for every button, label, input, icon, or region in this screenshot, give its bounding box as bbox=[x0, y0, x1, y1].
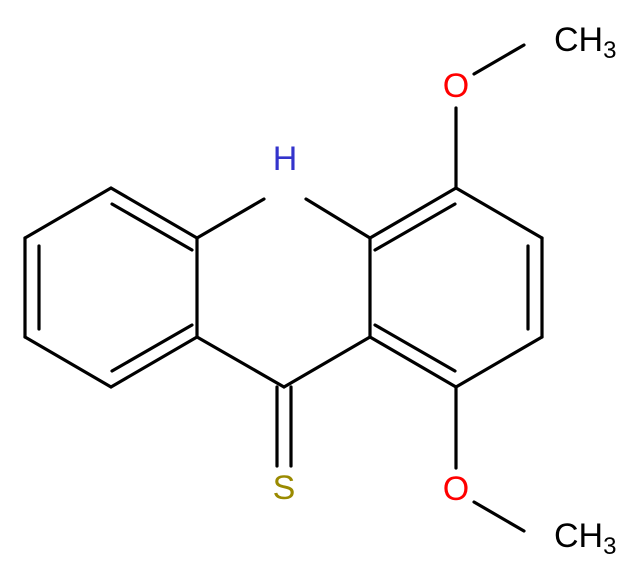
bond bbox=[282, 335, 372, 389]
bond bbox=[373, 202, 457, 252]
bond bbox=[23, 335, 113, 389]
bond bbox=[195, 335, 286, 389]
methoxy-top bbox=[454, 43, 526, 190]
bond bbox=[454, 335, 544, 389]
methyl-top-main: CH bbox=[554, 21, 603, 59]
bond bbox=[454, 186, 544, 240]
oxygen-bottom-label: O bbox=[443, 470, 469, 508]
bond bbox=[304, 197, 372, 240]
right-ring bbox=[368, 186, 544, 389]
methyl-bottom-main: CH bbox=[554, 517, 603, 555]
methyl-top-label: CH3 bbox=[554, 21, 616, 64]
bond bbox=[23, 186, 113, 240]
bond bbox=[368, 335, 458, 389]
methyl-top-subscript: 3 bbox=[603, 37, 616, 64]
bond bbox=[195, 197, 266, 240]
nh-label: H bbox=[273, 140, 298, 178]
bond bbox=[110, 202, 194, 252]
bond bbox=[472, 500, 526, 533]
bond bbox=[368, 186, 458, 240]
thione-bond bbox=[275, 385, 293, 468]
bond bbox=[109, 186, 199, 240]
methyl-bottom-subscript: 3 bbox=[603, 533, 616, 560]
left-ring bbox=[23, 186, 199, 389]
bond bbox=[109, 335, 199, 389]
methoxy-bottom bbox=[454, 385, 526, 533]
bond bbox=[472, 43, 526, 76]
central-ring bbox=[195, 197, 372, 389]
bond bbox=[110, 323, 194, 373]
oxygen-top-label: O bbox=[443, 67, 469, 105]
sulfur-label: S bbox=[273, 469, 296, 507]
bond bbox=[373, 323, 457, 373]
methyl-bottom-label: CH3 bbox=[554, 517, 616, 560]
